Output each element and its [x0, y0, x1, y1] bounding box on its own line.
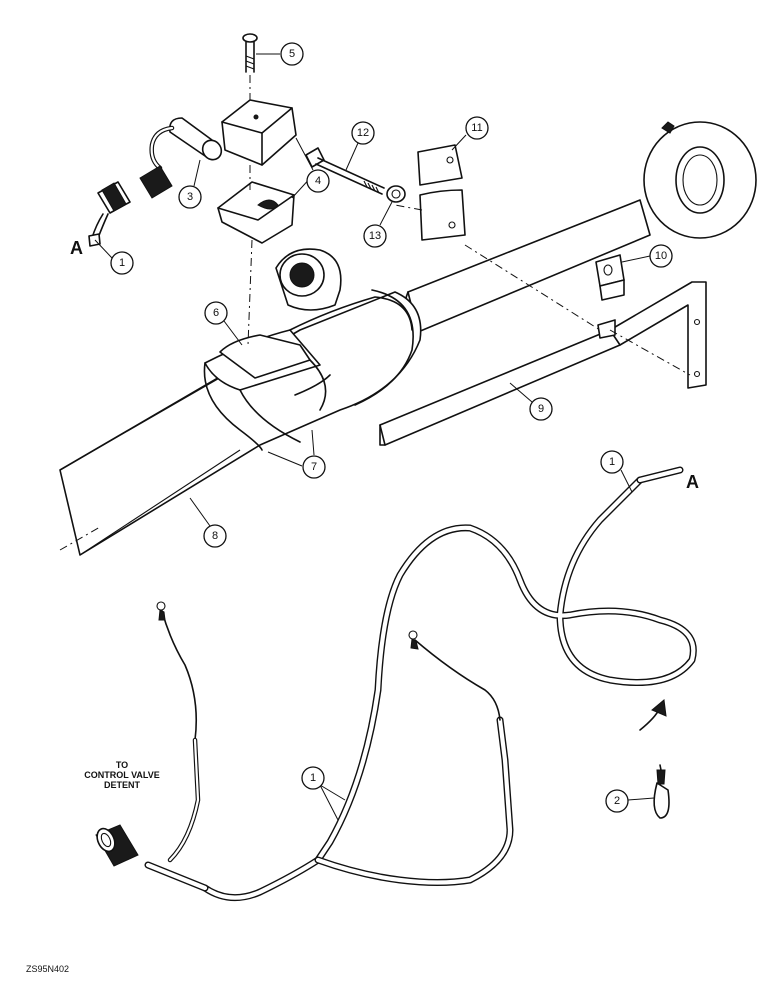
vertical-cap-screw: [242, 33, 258, 73]
svg-text:TO: TO: [116, 760, 128, 770]
reference-mark-a-left: A: [70, 238, 83, 258]
callout-10: 10: [621, 244, 673, 268]
svg-text:CONTROL VALVE: CONTROL VALVE: [84, 770, 160, 780]
rod-eye-bore: [675, 146, 725, 214]
ring-terminal-left: [156, 601, 166, 611]
svg-text:7: 7: [311, 461, 317, 473]
callout-13: 13: [363, 201, 393, 248]
svg-text:4: 4: [315, 175, 321, 187]
callout-9: 9: [509, 382, 553, 421]
svg-text:DETENT: DETENT: [104, 780, 141, 790]
split-clamp: [417, 144, 466, 241]
callout-2: 2: [605, 789, 655, 813]
svg-text:6: 6: [213, 307, 219, 319]
svg-text:9: 9: [538, 403, 544, 415]
detent-coil: [88, 117, 223, 247]
arrow-icon: [651, 699, 667, 717]
detent-housing: [217, 99, 297, 244]
svg-text:11: 11: [471, 122, 482, 134]
mounting-bracket: [379, 281, 707, 446]
housing-base: [217, 181, 295, 244]
cable-tie: [639, 699, 670, 819]
svg-text:2: 2: [614, 795, 620, 807]
callout-5: 5: [256, 42, 304, 66]
spacer-block: [595, 254, 625, 339]
svg-text:13: 13: [369, 230, 381, 242]
figure-code: ZS95N402: [26, 964, 69, 974]
split-clamp-lower: [419, 189, 466, 241]
split-clamp-upper: [417, 144, 463, 186]
mounting-clamp-bands: [203, 329, 331, 451]
svg-text:1: 1: [609, 456, 615, 468]
cap-screw: [305, 147, 385, 195]
callout-1-right: 1: [600, 450, 633, 493]
svg-text:3: 3: [187, 191, 193, 203]
callout-11: 11: [451, 116, 489, 151]
coil-connector: [139, 165, 173, 199]
callout-4: 4: [291, 137, 330, 199]
svg-text:1: 1: [310, 772, 316, 784]
callout-12: 12: [345, 121, 375, 171]
grease-fitting: [661, 121, 675, 134]
svg-text:5: 5: [289, 48, 295, 60]
svg-text:1: 1: [119, 257, 125, 269]
cap-screw-head: [305, 147, 325, 168]
callout-1-center: 1: [301, 766, 346, 821]
control-valve-note: TO CONTROL VALVE DETENT: [84, 760, 160, 790]
lock-nut: [386, 185, 406, 203]
reference-mark-a-right: A: [686, 472, 699, 492]
bracket-body: [379, 281, 707, 446]
svg-text:10: 10: [655, 250, 667, 262]
cylinder-barrel: [59, 291, 422, 556]
ring-terminal-center: [408, 630, 418, 640]
callout-7: 7: [267, 429, 326, 479]
callout-8: 8: [189, 497, 227, 548]
svg-text:12: 12: [357, 127, 369, 139]
wiring-harness: [95, 466, 697, 902]
hydraulic-cylinder: [59, 121, 757, 556]
callout-3: 3: [178, 159, 202, 209]
callout-1-top: 1: [94, 239, 134, 275]
callout-6: 6: [204, 301, 243, 346]
svg-text:8: 8: [212, 530, 218, 542]
